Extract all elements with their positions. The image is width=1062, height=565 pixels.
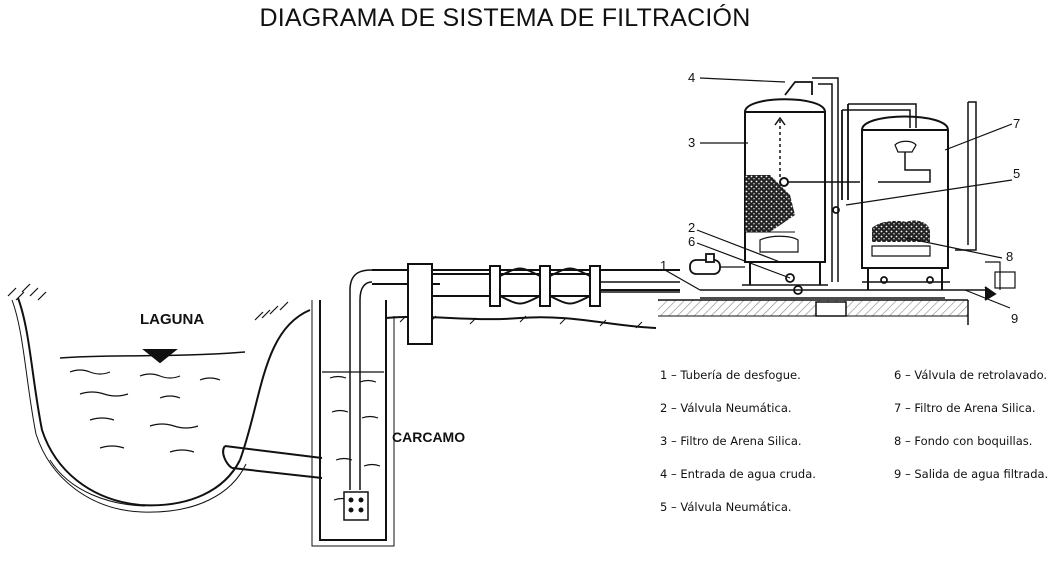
laguna-label: LAGUNA xyxy=(140,311,204,328)
supply-pipe xyxy=(372,263,680,345)
filter-tank-7 xyxy=(861,115,950,290)
carcamo-label: CARCAMO xyxy=(392,429,465,445)
legend-item-9: 9 – Salida de agua filtrada. xyxy=(894,467,1049,481)
callout-7: 7 xyxy=(1013,116,1020,131)
callout-8: 8 xyxy=(1006,249,1013,264)
intake-pipe xyxy=(222,445,323,479)
legend-item-1: 1 – Tubería de desfogue. xyxy=(660,368,801,382)
diagram-title: DIAGRAMA DE SISTEMA DE FILTRACIÓN xyxy=(259,4,751,32)
callout-5: 5 xyxy=(1013,166,1020,181)
legend-item-3: 3 – Filtro de Arena Silica. xyxy=(660,434,802,448)
callout-1: 1 xyxy=(660,258,667,273)
legend-item-2: 2 – Válvula Neumática. xyxy=(660,401,792,415)
callout-lines xyxy=(664,77,1013,309)
callout-2: 2 xyxy=(688,220,695,235)
callout-4: 4 xyxy=(688,70,695,85)
callout-6: 6 xyxy=(688,234,695,249)
legend-item-5: 5 – Válvula Neumática. xyxy=(660,500,792,514)
legend-item-4: 4 – Entrada de agua cruda. xyxy=(660,467,816,481)
legend-item-8: 8 – Fondo con boquillas. xyxy=(894,434,1033,448)
legend-item-6: 6 – Válvula de retrolavado. xyxy=(894,368,1048,382)
callout-9: 9 xyxy=(1011,311,1018,326)
plant-piping xyxy=(689,77,1016,301)
plant-base xyxy=(658,299,969,325)
callout-3: 3 xyxy=(688,135,695,150)
legend-item-7: 7 – Filtro de Arena Silica. xyxy=(894,401,1036,415)
carcamo-sump xyxy=(311,269,395,547)
filter-tank-3 xyxy=(742,98,860,286)
lagoon xyxy=(7,283,311,513)
